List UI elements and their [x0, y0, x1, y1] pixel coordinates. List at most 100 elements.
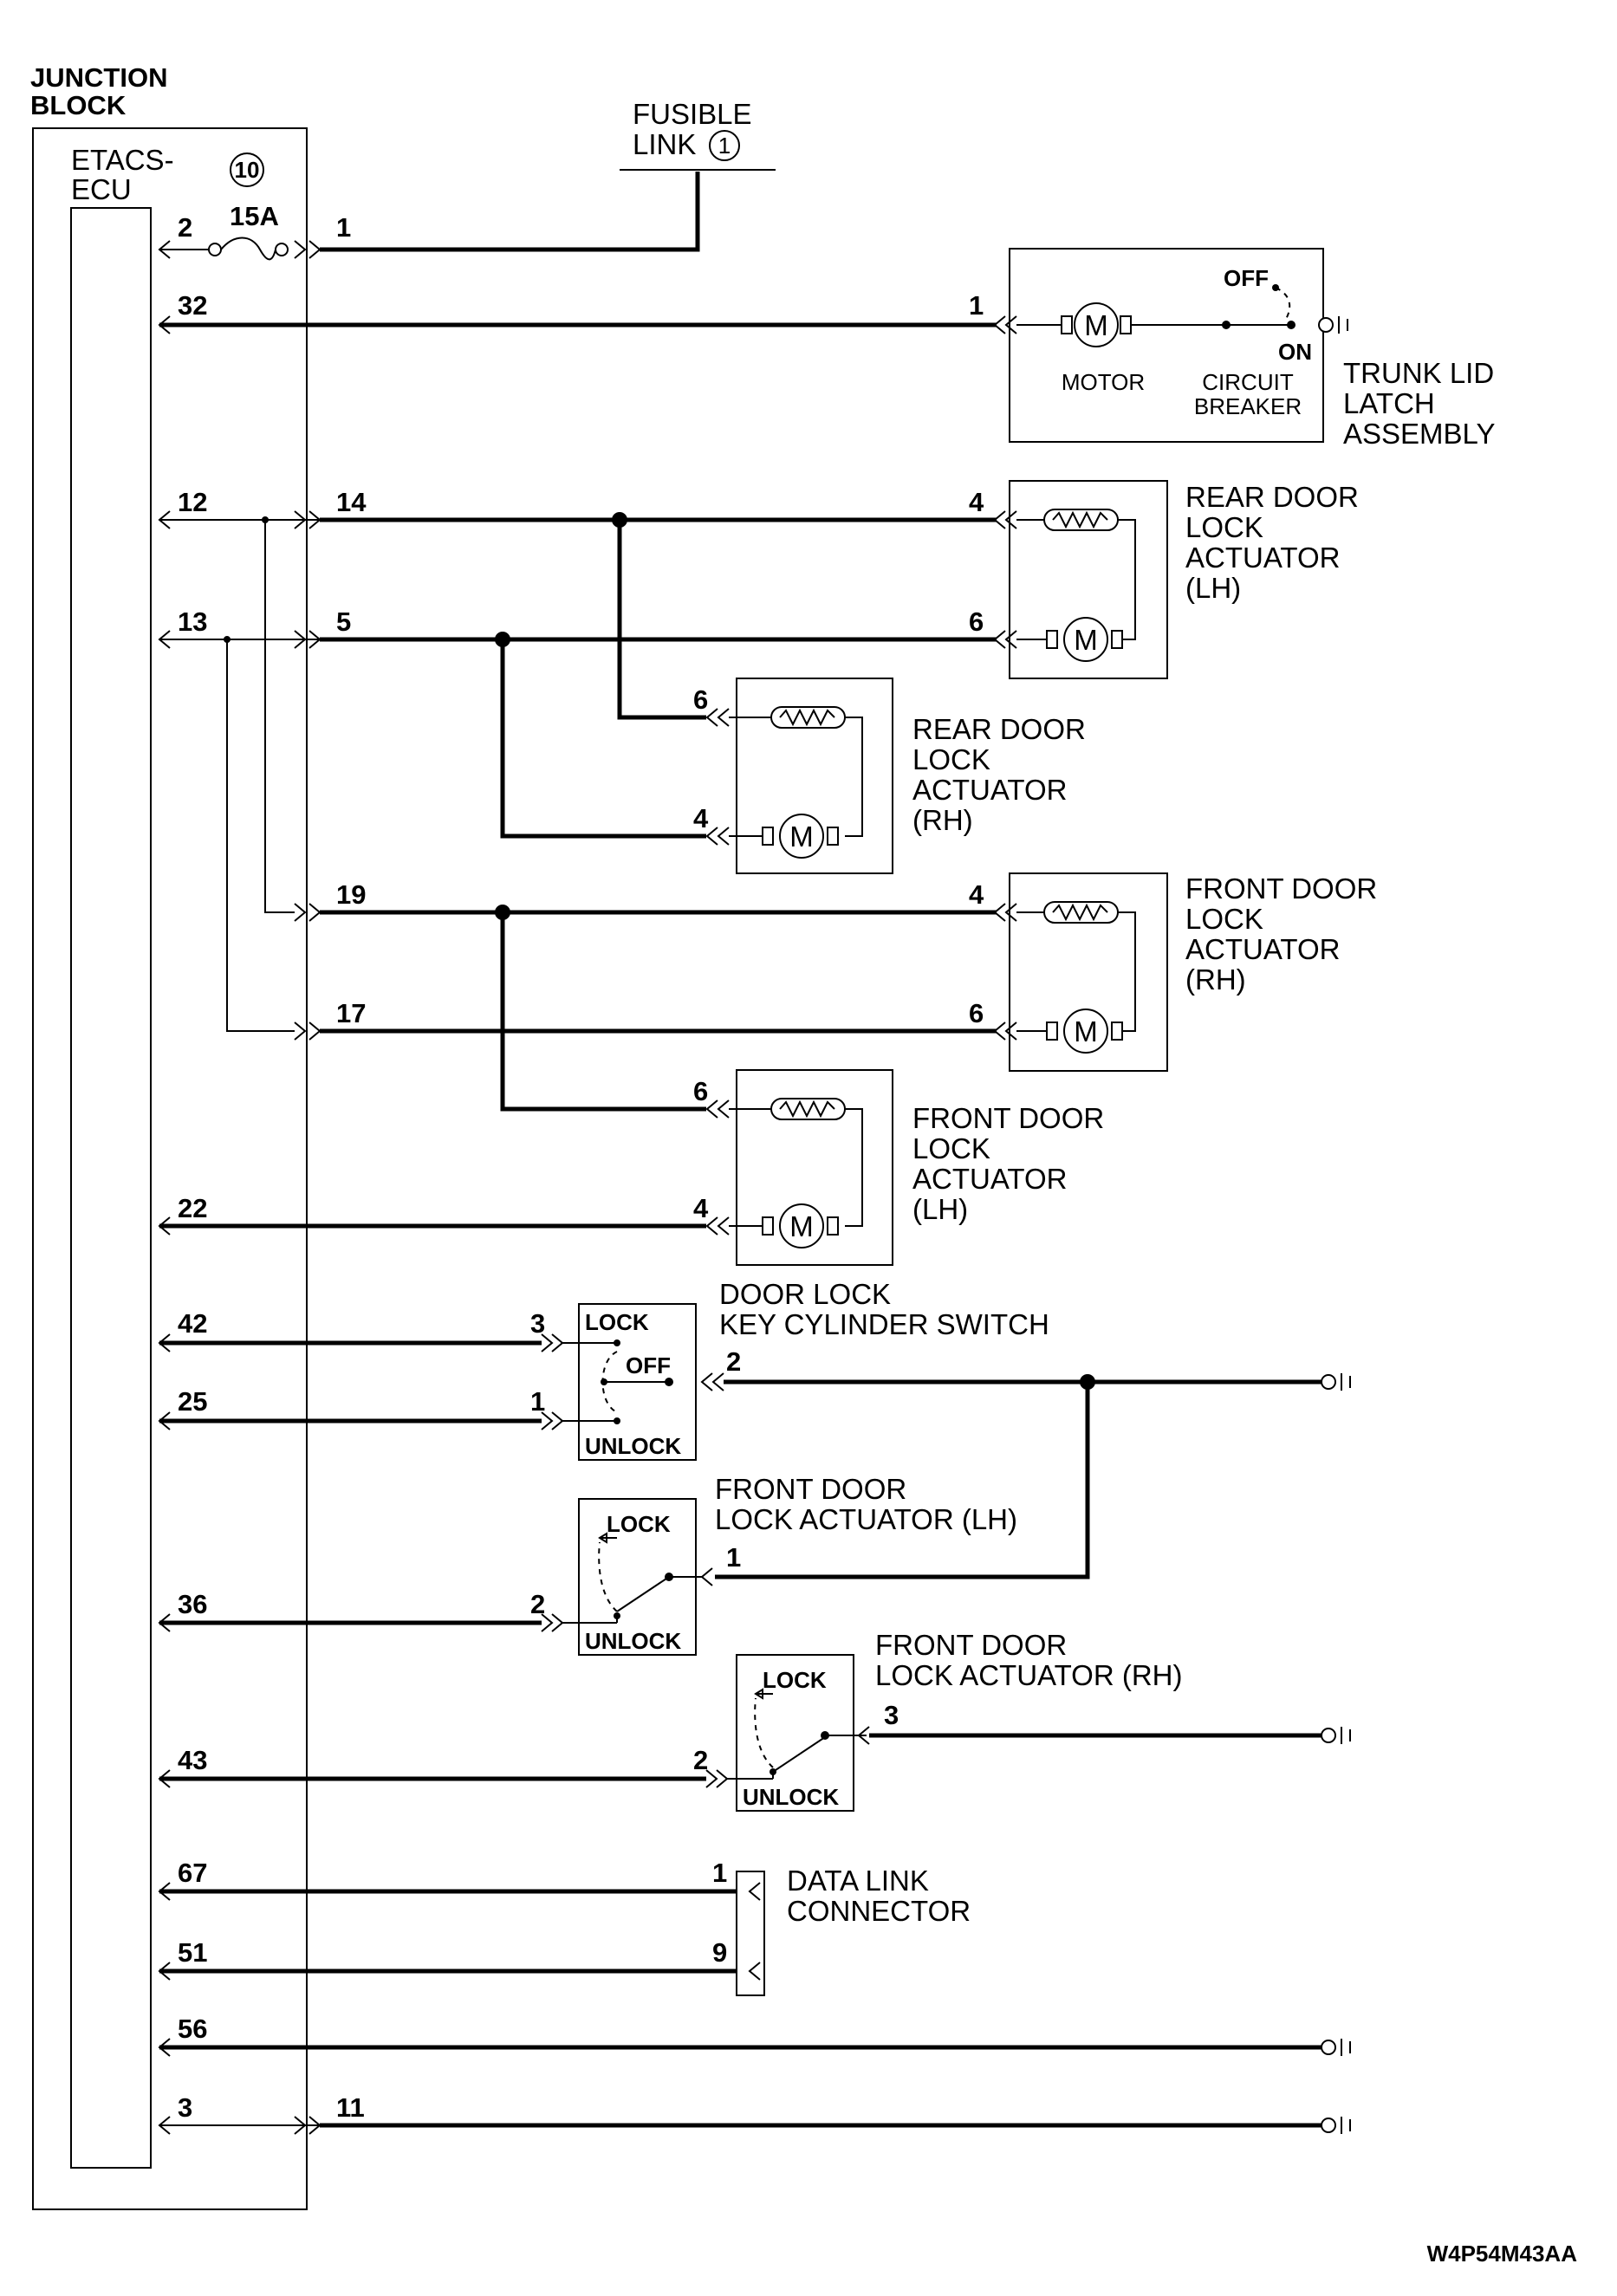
- pin-label: 36: [178, 1589, 207, 1619]
- circuit-breaker-icon: [1222, 321, 1231, 329]
- rh-switch-label-2: LOCK ACTUATOR (RH): [875, 1659, 1182, 1691]
- fuse-icon: [220, 237, 276, 261]
- pin-label: 2: [726, 1346, 741, 1377]
- pin-label: 4: [693, 1193, 709, 1223]
- etacs-ecu-label: ETACS-: [71, 144, 174, 176]
- actuator-label-4: (RH): [912, 804, 973, 836]
- pin-label: 19: [336, 879, 366, 910]
- rear-door-lock-actuator-lh: 4 6 M REAR DOOR LOCK ACTUATOR (LH): [969, 480, 1359, 679]
- unlock-label: UNLOCK: [743, 1784, 839, 1810]
- data-link-connector: 67 1 51 9 DATA LINK CONNECTOR: [158, 1858, 971, 1996]
- pin-label: 12: [178, 487, 207, 517]
- unlock-label: UNLOCK: [585, 1628, 681, 1654]
- actuator-label-3: ACTUATOR: [912, 774, 1067, 806]
- pin-label: 4: [693, 803, 709, 833]
- front-door-lock-actuator-lh: 6 22 4 M FRONT DOOR LOCK ACTUATOR (LH): [158, 1069, 1104, 1266]
- fusible-link-number-circle: [709, 130, 740, 161]
- etacs-ecu-block: [70, 207, 152, 2169]
- pin-label: 11: [336, 2092, 365, 2123]
- actuator-box: [1009, 480, 1168, 679]
- ground-icon: [1321, 1728, 1336, 1743]
- wire: [320, 172, 700, 252]
- actuator-label-3: ACTUATOR: [1185, 542, 1340, 574]
- junction-block-title-2: BLOCK: [30, 90, 127, 120]
- pin-label: 6: [693, 1076, 708, 1106]
- pin-label: 5: [336, 606, 351, 637]
- lh-switch-label-2: LOCK ACTUATOR (LH): [715, 1503, 1017, 1535]
- off-label: OFF: [626, 1352, 671, 1378]
- motor-icon: [1063, 1009, 1108, 1054]
- fuse-terminal: [275, 243, 289, 256]
- connector-chevron: [294, 240, 307, 259]
- pin-label: 17: [336, 998, 366, 1028]
- motor-label: MOTOR: [1062, 369, 1145, 395]
- pin-label: 2: [178, 212, 192, 243]
- trunk-lid-box: [1009, 248, 1324, 443]
- motor-icon: [779, 814, 824, 859]
- trunk-lid-latch-assembly: 32 1 M MOTOR CIRCUIT BREAKER OFF ON TRUN…: [158, 248, 1495, 450]
- actuator-label-4: (LH): [912, 1193, 968, 1225]
- motor-icon: [779, 1203, 824, 1249]
- key-switch-label-2: KEY CYLINDER SWITCH: [719, 1308, 1049, 1340]
- ground-icon: [1321, 2118, 1336, 2133]
- key-switch-label: DOOR LOCK: [719, 1278, 891, 1310]
- pin-label: 3: [178, 2092, 192, 2123]
- switch-contact: [772, 1736, 826, 1773]
- pin-label: 25: [178, 1386, 207, 1417]
- svg-text:M: M: [1074, 1015, 1098, 1047]
- fuse-rating: 15A: [230, 201, 279, 231]
- switch-contact: [616, 1576, 670, 1612]
- pin-label: 14: [336, 487, 367, 517]
- lock-circuit: 12 14 13 5: [158, 487, 997, 1112]
- ground-circuit-3: 3 11: [158, 2092, 1351, 2135]
- pin-label: 1: [969, 290, 984, 321]
- fuse-number: 10: [235, 157, 260, 183]
- actuator-label-2: LOCK: [1185, 511, 1263, 543]
- pin-label: 4: [969, 487, 984, 517]
- actuator-label: FRONT DOOR: [1185, 872, 1377, 905]
- wire: [715, 1382, 1090, 1579]
- actuator-box: [736, 1069, 893, 1266]
- actuator-label-2: LOCK: [912, 743, 990, 775]
- motor-icon: [1063, 617, 1108, 662]
- pin-label: 6: [693, 684, 708, 715]
- data-link-label-2: CONNECTOR: [787, 1895, 971, 1927]
- etacs-ecu-label-2: ECU: [71, 173, 132, 205]
- fusible-link-number: 1: [718, 133, 731, 159]
- switch-box: [736, 1654, 854, 1812]
- actuator-label-2: LOCK: [1185, 903, 1263, 935]
- pin-label: 6: [969, 998, 984, 1028]
- pin-label: 13: [178, 606, 207, 637]
- lock-label: LOCK: [585, 1309, 649, 1335]
- on-label: ON: [1278, 339, 1312, 365]
- actuator-box: [736, 678, 893, 874]
- svg-text:M: M: [789, 1210, 814, 1242]
- front-door-lock-actuator-rh-switch: 43 2 LOCK UNLOCK 3 FRONT DOOR LOCK ACTUA…: [158, 1629, 1351, 1812]
- actuator-label-4: (LH): [1185, 572, 1241, 604]
- trunk-lid-label: TRUNK LID: [1343, 357, 1494, 389]
- ground-icon: [1321, 1374, 1336, 1390]
- fusible-link: FUSIBLE LINK 1: [620, 98, 776, 171]
- unlock-label: UNLOCK: [585, 1433, 681, 1459]
- ground-icon: [1321, 2040, 1336, 2055]
- fuse-circuit: 2 1: [158, 172, 700, 261]
- actuator-box: [1009, 872, 1168, 1072]
- pin-label: 4: [969, 879, 984, 910]
- diagram-code: W4P54M43AA: [1427, 2241, 1578, 2267]
- pin-label: 6: [969, 606, 984, 637]
- pin-label: 56: [178, 2014, 207, 2044]
- fusible-link-label-2: LINK: [633, 128, 696, 160]
- pin-label: 32: [178, 290, 207, 321]
- fusible-link-label: FUSIBLE: [633, 98, 752, 130]
- pin-label: 22: [178, 1193, 207, 1223]
- svg-text:M: M: [789, 820, 814, 853]
- trunk-lid-label-2: LATCH: [1343, 387, 1435, 419]
- actuator-label-4: (RH): [1185, 963, 1246, 996]
- actuator-label-3: ACTUATOR: [912, 1163, 1067, 1195]
- pin-label: 1: [336, 212, 351, 243]
- actuator-label: REAR DOOR: [1185, 481, 1359, 513]
- circuit-breaker-label-2: BREAKER: [1194, 393, 1302, 419]
- ground-circuit-56: 56: [158, 2014, 1351, 2057]
- lock-label: LOCK: [763, 1667, 827, 1693]
- circuit-breaker-label: CIRCUIT: [1202, 369, 1294, 395]
